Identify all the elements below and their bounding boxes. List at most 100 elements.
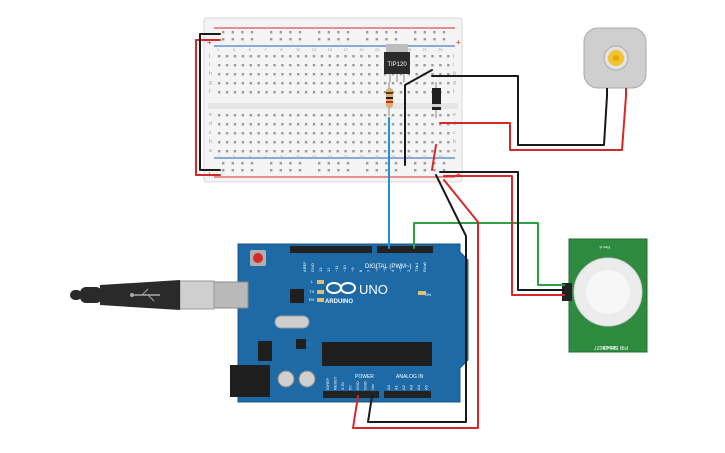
row-letter: h [209, 71, 212, 77]
breadboard-hole [249, 141, 252, 144]
row-letter: a [209, 148, 212, 154]
breadboard-hole [433, 169, 436, 172]
breadboard-hole [304, 114, 308, 117]
breadboard-hole [249, 132, 252, 135]
breadboard-hole [336, 64, 339, 67]
breadboard-hole [376, 114, 379, 117]
pir-label-top: Rev A [599, 245, 610, 250]
breadboard-hole [241, 38, 244, 41]
breadboard-hole [407, 73, 410, 76]
power-pin-label: 5V [348, 385, 353, 390]
breadboard-hole [360, 150, 363, 153]
breadboard-hole [241, 169, 244, 172]
breadboard-hole [344, 114, 347, 117]
breadboard-hole [376, 132, 379, 135]
breadboard-hole [328, 123, 331, 126]
breadboard-hole [423, 82, 426, 85]
row-letter: b [453, 139, 456, 145]
breadboard-hole [439, 114, 442, 117]
row-letter: a [453, 148, 456, 154]
col-number: 23 [391, 154, 396, 159]
breadboard-hole [241, 91, 245, 94]
breadboard-hole [241, 162, 244, 165]
breadboard-hole [447, 64, 450, 67]
breadboard-hole [304, 123, 308, 126]
breadboard-hole [442, 169, 446, 172]
breadboard-hole [218, 114, 221, 117]
digital-pin-label: 13 [318, 267, 323, 272]
breadboard-hole [225, 55, 229, 58]
breadboard-hole [257, 150, 260, 153]
row-letter: d [209, 121, 212, 127]
breadboard-hole [368, 73, 371, 76]
wire-red-arduino-5v [352, 179, 479, 429]
power-pin-label: GND [355, 381, 360, 390]
breadboard-hole [249, 64, 252, 67]
breadboard-hole [281, 91, 284, 94]
breadboard-hole [433, 31, 436, 34]
breadboard-hole [368, 141, 371, 144]
breadboard-hole [270, 162, 273, 165]
breadboard-hole [423, 114, 426, 117]
row-letter: i [453, 62, 454, 68]
digital-pin-label: AREF [302, 261, 307, 272]
breadboard-hole [352, 73, 355, 76]
row-letter: g [209, 80, 212, 86]
breadboard-hole [289, 91, 292, 94]
breadboard-hole [257, 91, 260, 94]
breadboard-hole [399, 123, 403, 126]
breadboard-hole [297, 64, 300, 67]
breadboard-hole [336, 141, 339, 144]
breadboard-hole [289, 38, 292, 41]
diode [432, 82, 441, 118]
pir-label-1: PIR Sensor [602, 344, 628, 350]
breadboard-hole [289, 169, 292, 172]
breadboard-hole [249, 82, 252, 85]
breadboard-hole [241, 55, 245, 58]
breadboard-hole [270, 31, 273, 34]
breadboard-hole [337, 169, 340, 172]
breadboard-hole [289, 123, 292, 126]
breadboard-hole [447, 123, 450, 126]
breadboard-hole [414, 38, 417, 41]
breadboard-hole [233, 73, 237, 76]
breadboard-hole [225, 82, 229, 85]
breadboard-hole [431, 141, 434, 144]
breadboard-hole [368, 114, 371, 117]
breadboard-hole [281, 132, 284, 135]
breadboard-hole [423, 132, 426, 135]
breadboard-hole [281, 55, 284, 58]
atmega-chip [322, 342, 432, 366]
breadboard-hole [415, 132, 418, 135]
rail-plus-label-bottom-right: + [456, 170, 461, 179]
breadboard-hole [431, 64, 434, 67]
rail-plus-label: + [456, 38, 461, 47]
breadboard-hole [257, 114, 260, 117]
breadboard-hole [289, 114, 292, 117]
breadboard-hole [447, 150, 450, 153]
breadboard-hole [257, 132, 260, 135]
breadboard-hole [399, 82, 403, 85]
breadboard-hole [414, 162, 417, 165]
breadboard-hole [360, 114, 363, 117]
breadboard-hole [366, 38, 369, 41]
digital-pin-label: 7 [366, 269, 371, 272]
breadboard-hole [352, 55, 355, 58]
breadboard-hole [336, 150, 339, 153]
breadboard-hole [257, 64, 260, 67]
breadboard-hole [218, 64, 221, 67]
breadboard-hole [391, 141, 395, 144]
breadboard-hole [344, 91, 347, 94]
breadboard-hole [281, 150, 284, 153]
breadboard-hole [360, 55, 363, 58]
breadboard-hole [375, 162, 378, 165]
breadboard-hole [336, 55, 339, 58]
breadboard-hole [304, 132, 308, 135]
breadboard-hole [241, 31, 244, 34]
digital-pins-label: DIGITAL (PWM~) [365, 264, 412, 270]
breadboard-hole [415, 123, 418, 126]
breadboard-hole [431, 132, 434, 135]
breadboard-hole [439, 55, 442, 58]
breadboard-hole [414, 31, 417, 34]
col-number: 11 [296, 154, 301, 159]
